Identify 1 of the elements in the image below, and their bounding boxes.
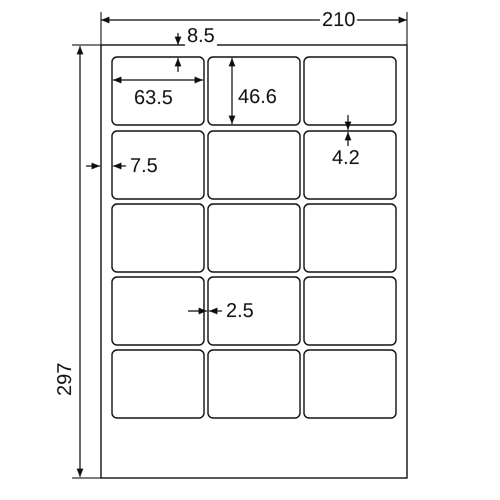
dimension-label: 8.5	[185, 25, 217, 47]
